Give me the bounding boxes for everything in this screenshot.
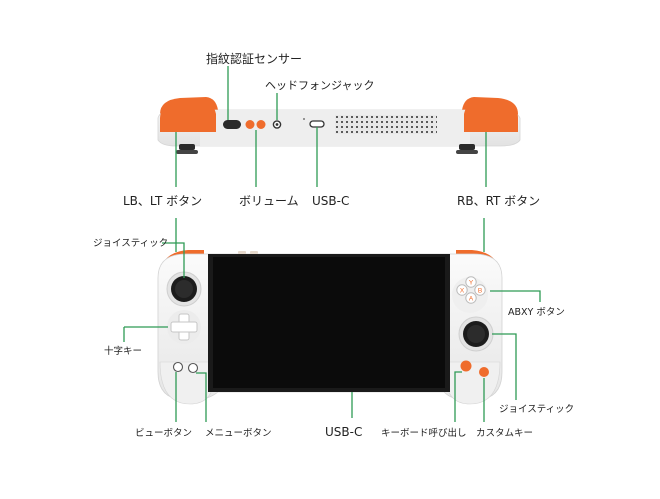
callout-lines [123,66,541,422]
label-volume: ボリューム [239,194,299,208]
label-fingerprint: 指紋認証センサー [206,52,303,66]
label-keyboard: キーボード呼び出し [381,428,467,439]
left-stick-nub [179,144,195,150]
label-custom: カスタムキー [476,428,534,439]
face-button-b: B [478,288,482,295]
label-dpad: 十字キー [104,346,143,357]
right-stick-nub [459,144,475,150]
volume-button-1 [245,120,255,129]
label-rb-rt: RB、RT ボタン [457,194,541,208]
label-abxy: ABXY ボタン [508,307,565,318]
face-button-y: Y [469,280,474,287]
screen [213,257,445,388]
right-grip [445,361,501,405]
label-view: ビューボタン [135,428,193,439]
device-top-view [157,97,521,154]
face-button-x: X [460,288,465,295]
vent-grill [335,115,437,134]
label-joystick-left: ジョイスティック [93,238,169,249]
keyboard-button [460,360,472,372]
label-usbc-top: USB-C [312,194,350,208]
volume-button-2 [256,120,266,129]
face-button-a: A [469,296,474,303]
fingerprint-sensor [223,120,241,129]
label-usbc-bottom: USB-C [325,425,363,439]
label-lb-lt: LB、LT ボタン [123,194,203,208]
label-headphone: ヘッドフォンジャック [265,79,375,92]
abxy-buttons: Y X B A [452,276,488,313]
dpad [167,310,201,344]
device-front-view: Y X B A [157,250,503,405]
label-joystick-right: ジョイスティック [499,404,575,415]
menu-button [187,362,199,374]
label-menu: メニューボタン [205,428,272,439]
usb-c-port-top [309,120,325,128]
view-button [172,361,184,373]
custom-key [479,367,489,377]
